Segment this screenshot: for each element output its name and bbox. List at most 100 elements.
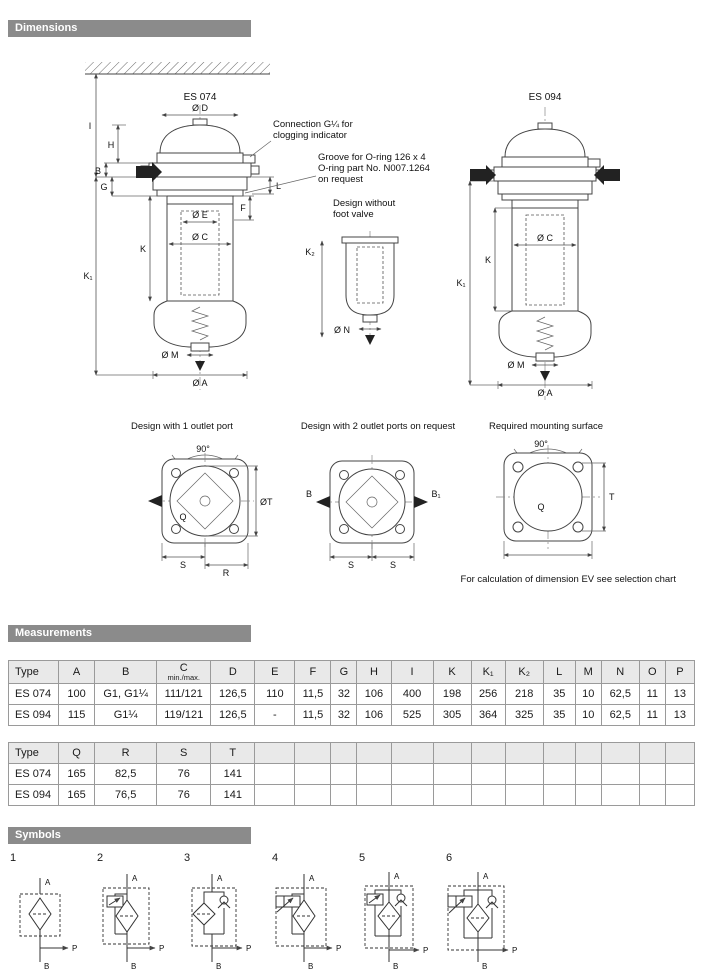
cell: 11 — [638, 683, 666, 705]
hydraulic-symbol-6: 6 A P B — [444, 852, 530, 976]
symbol-number: 6 — [446, 852, 453, 864]
column-header: F — [294, 660, 332, 684]
dim-label-q: Q — [179, 512, 186, 522]
dim-label-k1: K₁ — [83, 271, 92, 281]
cell: 364 — [470, 704, 506, 726]
foot-valve-spring — [535, 316, 555, 351]
column-header — [254, 742, 296, 764]
column-header: K₂ — [504, 660, 544, 684]
dim-label-90deg: 90° — [196, 444, 210, 454]
dim-label-dia-m: Ø M — [508, 360, 525, 370]
cell: 82,5 — [94, 763, 158, 785]
dim-label-q: Q — [537, 502, 544, 512]
cell — [356, 763, 392, 785]
port-b-label: B — [393, 962, 398, 971]
column-header: B — [94, 660, 158, 684]
dim-label-dia-d: Ø D — [192, 103, 209, 113]
cell: 10 — [574, 683, 602, 705]
es074-label: ES 074 — [184, 92, 217, 103]
dim-label-s: S — [348, 560, 354, 570]
symbol-3-drawing: A P B — [191, 874, 251, 971]
cell: 106 — [356, 683, 392, 705]
dim-label-dia-a: Ø A — [192, 378, 207, 388]
column-header — [356, 742, 392, 764]
cell: 305 — [432, 704, 472, 726]
cell: 35 — [542, 683, 576, 705]
cell — [254, 763, 296, 785]
symbol-2-drawing: A P B — [102, 874, 164, 971]
column-header — [330, 742, 358, 764]
column-header: S — [156, 742, 212, 764]
bypass-valve-symbol — [283, 895, 301, 908]
column-header: E — [254, 660, 296, 684]
column-header: I — [390, 660, 434, 684]
caption-mounting-surface: Required mounting surface — [489, 421, 603, 432]
dim-label-s: S — [390, 560, 396, 570]
dim-label-dia-e: Ø E — [192, 210, 208, 220]
cell — [574, 763, 602, 785]
symbol-number: 3 — [184, 852, 191, 864]
cell: 141 — [210, 784, 256, 806]
foot-valve-spring — [190, 306, 210, 341]
section-header-dimensions: Dimensions — [8, 20, 251, 37]
note-groove-line1: Groove for O-ring 126 x 4 — [318, 152, 426, 163]
port-a-label: A — [483, 872, 489, 881]
note-connection-line1: Connection G¼ for — [273, 119, 353, 130]
port-b-label: B — [131, 962, 136, 971]
dim-label-90deg: 90° — [534, 439, 548, 449]
foot-valve-bell — [153, 300, 247, 348]
port-a-label: A — [132, 874, 138, 883]
cell — [390, 763, 434, 785]
note-connection-line2: clogging indicator — [273, 130, 347, 141]
no-foot-valve-drawing: K₂ Ø N — [305, 231, 399, 345]
cell — [542, 763, 576, 785]
cell — [600, 763, 640, 785]
es094-filter-drawing: ES 094 Ø C Ø M Ø A — [456, 92, 620, 400]
cell: 62,5 — [600, 704, 640, 726]
outlet-b1-arrow-icon — [414, 496, 428, 508]
column-header — [638, 742, 666, 764]
column-header — [664, 742, 696, 764]
column-header: Q — [58, 742, 96, 764]
column-header: Type — [7, 660, 60, 684]
column-header: P — [664, 660, 696, 684]
cell — [638, 763, 666, 785]
dim-label-dia-n: Ø N — [334, 325, 350, 335]
clogging-indicator-port — [242, 154, 256, 164]
clogging-indicator-port — [587, 158, 601, 168]
one-outlet-port-drawing: Design with 1 outlet port 90° Q ØT S — [131, 421, 273, 578]
column-header — [542, 742, 576, 764]
caption-one-outlet: Design with 1 outlet port — [131, 421, 233, 432]
cell — [542, 784, 576, 806]
dim-label-t: T — [609, 492, 615, 502]
check-valve-symbol — [219, 895, 229, 905]
column-header: N — [600, 660, 640, 684]
dim-label-dia-c: Ø C — [192, 232, 209, 242]
cell: 525 — [390, 704, 434, 726]
flow-down-arrow-icon — [540, 371, 550, 381]
cell — [504, 784, 544, 806]
o-ring-groove — [501, 193, 589, 201]
hydraulic-symbol-2: 2 A P B — [95, 852, 181, 976]
symbol-number: 5 — [359, 852, 366, 864]
dim-label-k: K — [485, 255, 491, 265]
cell: 165 — [58, 763, 96, 785]
row-label: ES 094 — [7, 704, 60, 726]
cell: 32 — [330, 683, 358, 705]
column-header — [294, 742, 332, 764]
filter-head-flange — [493, 166, 597, 182]
row-label: ES 074 — [7, 683, 60, 705]
cell: 11 — [638, 704, 666, 726]
port-a-label: A — [309, 874, 315, 883]
symbol-number: 4 — [272, 852, 279, 864]
hydraulic-symbol-3: 3 A P B — [182, 852, 268, 976]
cell — [664, 763, 696, 785]
cell: G1, G1¼ — [94, 683, 158, 705]
cell: G1¼ — [94, 704, 158, 726]
dim-label-dia-m: Ø M — [162, 350, 179, 360]
cell: 35 — [542, 704, 576, 726]
es074-filter-drawing: ES 074 Ø D Ø E Ø C Ø M — [83, 73, 281, 390]
filter-cover-dome — [504, 128, 586, 158]
caption-two-outlets: Design with 2 outlet ports on request — [301, 421, 456, 432]
